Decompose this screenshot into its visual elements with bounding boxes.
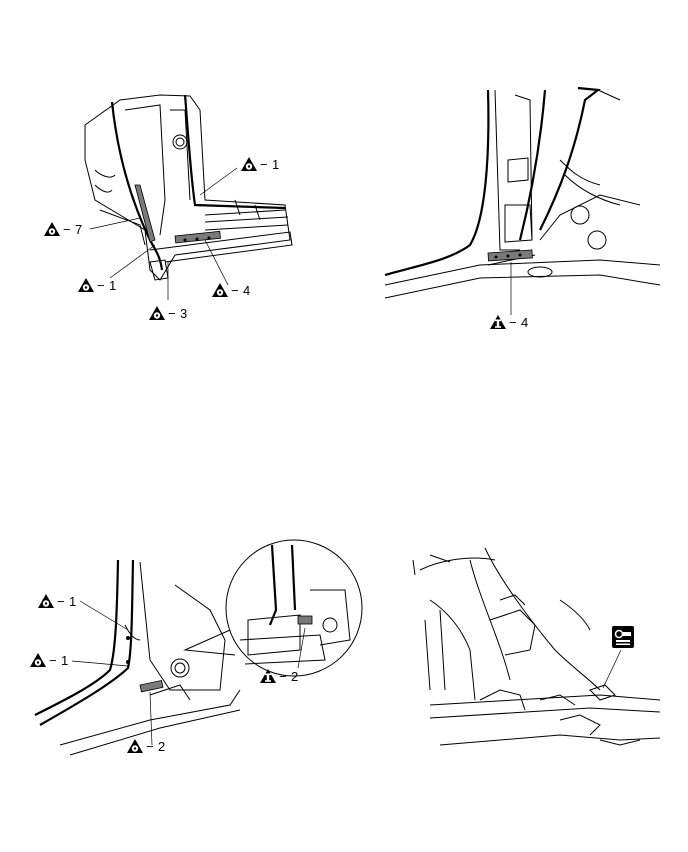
panel-bottom-right [412,547,661,746]
callout-p3b: − 1 [30,653,68,668]
callout-count: 1 [61,653,68,668]
callout-dash: − [168,306,176,321]
callout-count: 7 [75,222,82,237]
callout-dash: − [260,157,268,172]
callout-count: 2 [158,739,165,754]
callout-p1a: − 1 [241,157,279,172]
callout-dash: − [279,669,287,684]
callout-p2a: − 4 [490,315,528,330]
spot-weld-triangle-icon [241,157,257,171]
plug-weld-triangle-icon [260,669,276,683]
panel-top-left [84,94,293,300]
callout-count: 1 [109,278,116,293]
callout-p1c: − 1 [78,278,116,293]
spot-weld-triangle-icon [30,653,46,667]
callout-count: 4 [243,283,250,298]
panel-top-right [384,86,661,315]
callout-dash: − [63,222,71,237]
spot-weld-triangle-icon [149,306,165,320]
callout-count: 2 [291,669,298,684]
callout-p3a: − 1 [38,594,76,609]
spot-weld-triangle-icon [212,283,228,297]
spot-weld-triangle-icon [44,222,60,236]
callout-p1e: − 3 [149,306,187,321]
panel-bottom-left [34,539,363,756]
callout-p3c: − 2 [260,669,298,684]
callout-p1b: − 7 [44,222,82,237]
callout-dash: − [57,594,65,609]
callout-count: 4 [521,315,528,330]
spot-weld-triangle-icon [38,594,54,608]
callout-dash: − [97,278,105,293]
spot-weld-triangle-icon [127,739,143,753]
callout-p3d: − 2 [127,739,165,754]
spot-weld-triangle-icon [78,278,94,292]
callout-dash: − [146,739,154,754]
callout-count: 1 [69,594,76,609]
callout-dash: − [49,653,57,668]
callout-count: 1 [272,157,279,172]
plug-weld-triangle-icon [490,315,506,329]
sealer-box-icon [612,626,634,648]
callout-count: 3 [180,306,187,321]
callout-dash: − [509,315,517,330]
callout-dash: − [231,283,239,298]
callout-p1d: − 4 [212,283,250,298]
